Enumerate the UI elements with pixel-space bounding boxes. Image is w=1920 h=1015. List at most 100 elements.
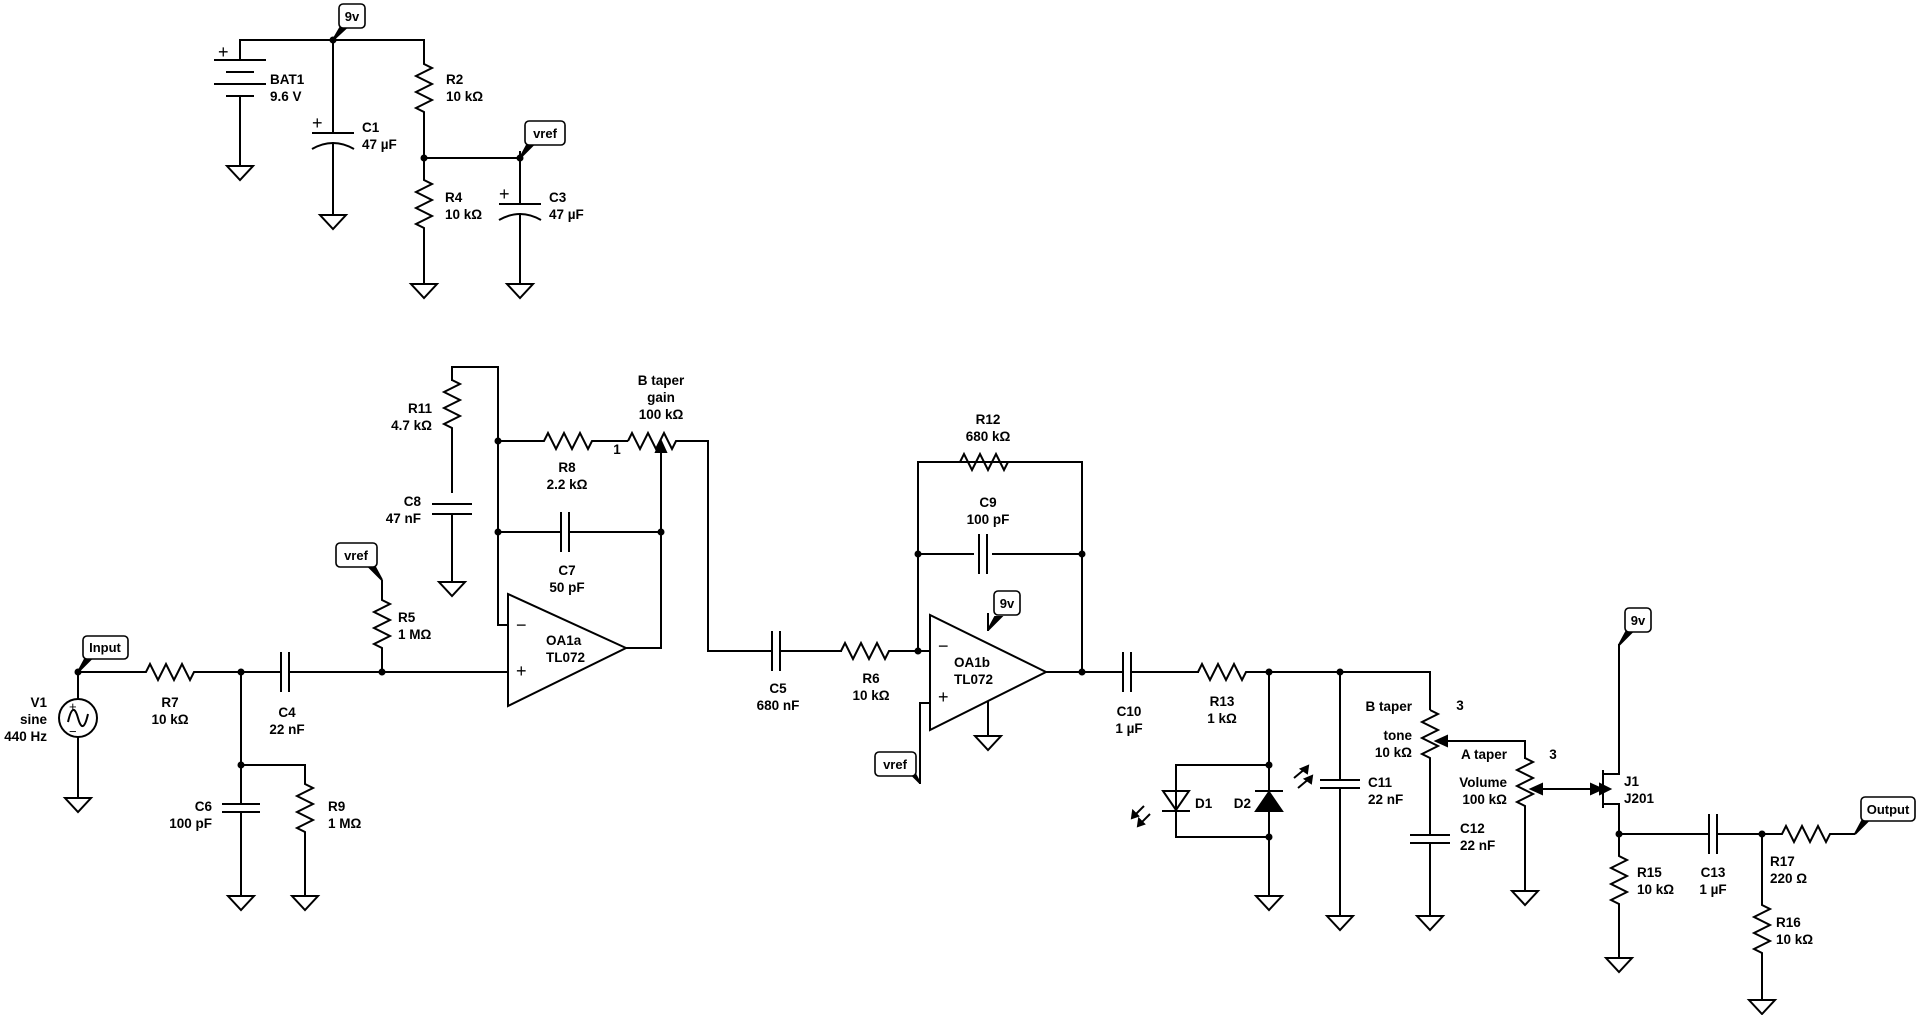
opamp-oa1a: − + OA1a TL072 (507, 592, 629, 708)
resistor-r7 (78, 661, 241, 683)
ground-symbol (291, 879, 319, 911)
r7-value: 10 kΩ (151, 712, 188, 727)
resistor-r12 (959, 451, 1009, 473)
v1-plus-sign: + (69, 699, 77, 714)
resistor-r9 (241, 764, 316, 880)
battery-plus-sign: + (218, 42, 229, 62)
oa1b-ref: OA1b (954, 655, 990, 670)
oa1b-part: TL072 (954, 672, 993, 687)
ground-symbol (1511, 874, 1539, 906)
c3-value: 47 µF (549, 207, 584, 222)
bat1-ref: BAT1 (270, 72, 305, 87)
svg-text:9v: 9v (1631, 613, 1646, 628)
ground-symbol (410, 267, 438, 299)
net-label-9v: 9v (987, 590, 1021, 631)
tone-value: 10 kΩ (1375, 745, 1412, 760)
ground-symbol (227, 879, 255, 911)
capacitor-c3: + (498, 184, 542, 269)
tone-ref: tone (1384, 728, 1413, 743)
c11-value: 22 nF (1368, 792, 1403, 807)
ground-symbol (506, 267, 534, 299)
r16-value: 10 kΩ (1776, 932, 1813, 947)
gain-pin-number: 1 (613, 442, 621, 457)
resistor-r15 (1608, 834, 1630, 942)
r4-ref: R4 (445, 190, 463, 205)
potentiometer-tone (1419, 709, 1526, 835)
r9-ref: R9 (328, 799, 345, 814)
v1-type: sine (20, 712, 48, 727)
volume-ref: Volume (1459, 775, 1507, 790)
resistor-r2 (413, 60, 435, 158)
j1-ref: J1 (1624, 774, 1640, 789)
r6-value: 10 kΩ (852, 688, 889, 703)
capacitor-c11 (1320, 671, 1360, 901)
ground-symbol (1416, 899, 1444, 931)
opamp-stage-2: C5 680 nF R6 10 kΩ R12 680 kΩ C9 100 pF (707, 412, 1086, 784)
resistor-r5 (371, 580, 393, 672)
bat1-value: 9.6 V (270, 89, 302, 104)
c12-ref: C12 (1460, 821, 1485, 836)
volume-pin-number: 3 (1549, 747, 1557, 762)
v1-minus-sign: − (69, 724, 77, 739)
svg-text:Input: Input (89, 640, 121, 655)
resistor-r11 (441, 379, 463, 493)
net-label-9v: 9v (332, 3, 366, 41)
svg-text:vref: vref (344, 548, 369, 563)
r2-value: 10 kΩ (446, 89, 483, 104)
oa1a-plus-sign: + (516, 661, 527, 681)
c7-ref: C7 (558, 563, 575, 578)
input-section: + − V1 sine 440 Hz Input R7 10 kΩ C4 22 … (4, 542, 509, 911)
resistor-r16 (1751, 834, 1773, 988)
v1-ref: V1 (30, 695, 47, 710)
r13-value: 1 kΩ (1207, 711, 1237, 726)
tone-taper: B taper (1365, 699, 1412, 714)
c10-value: 1 µF (1115, 721, 1142, 736)
r12-ref: R12 (976, 412, 1001, 427)
c1-value: 47 µF (362, 137, 397, 152)
capacitor-c10 (1081, 652, 1199, 692)
r8-ref: R8 (558, 460, 576, 475)
resistor-r6 (840, 640, 930, 662)
c11-ref: C11 (1368, 775, 1393, 790)
c4-ref: C4 (278, 705, 296, 720)
r4-value: 10 kΩ (445, 207, 482, 222)
capacitor-c7 (497, 512, 662, 552)
potentiometer-gain (627, 430, 709, 651)
r2-ref: R2 (446, 72, 463, 87)
d2-ref: D2 (1234, 796, 1251, 811)
battery-bat1: + (214, 42, 266, 151)
r7-ref: R7 (161, 695, 178, 710)
ground-symbol (226, 149, 254, 181)
ground-symbol (1255, 879, 1283, 911)
r11-value: 4.7 kΩ (391, 418, 432, 433)
svg-text:vref: vref (883, 757, 908, 772)
oa1b-minus-sign: − (938, 636, 949, 656)
r8-value: 2.2 kΩ (547, 477, 588, 492)
c12-value: 22 nF (1460, 838, 1495, 853)
capacitor-c6 (222, 671, 260, 881)
ground-symbol (319, 198, 347, 230)
c5-value: 680 nF (757, 698, 800, 713)
potentiometer-volume (1514, 757, 1605, 875)
c9-value: 100 pF (967, 512, 1010, 527)
oa1a-part: TL072 (546, 650, 585, 665)
j1-part: J201 (1624, 791, 1655, 806)
capacitor-c4 (240, 652, 383, 692)
resistor-r4 (413, 158, 435, 268)
ground-symbol (1605, 941, 1633, 973)
gain-ref: gain (647, 390, 675, 405)
r16-ref: R16 (1776, 915, 1801, 930)
capacitor-c1: + (311, 109, 355, 200)
oa1a-ref: OA1a (546, 633, 582, 648)
r5-value: 1 MΩ (398, 627, 432, 642)
r15-value: 10 kΩ (1637, 882, 1674, 897)
ground-symbol (1326, 899, 1354, 931)
svg-text:9v: 9v (345, 9, 360, 24)
r15-ref: R15 (1637, 865, 1662, 880)
capacitor-c5 (771, 631, 842, 671)
oa1a-minus-sign: − (516, 615, 527, 635)
ground-symbol (438, 565, 466, 597)
svg-text:vref: vref (533, 126, 558, 141)
c5-ref: C5 (769, 681, 787, 696)
capacitor-c8 (432, 493, 472, 567)
